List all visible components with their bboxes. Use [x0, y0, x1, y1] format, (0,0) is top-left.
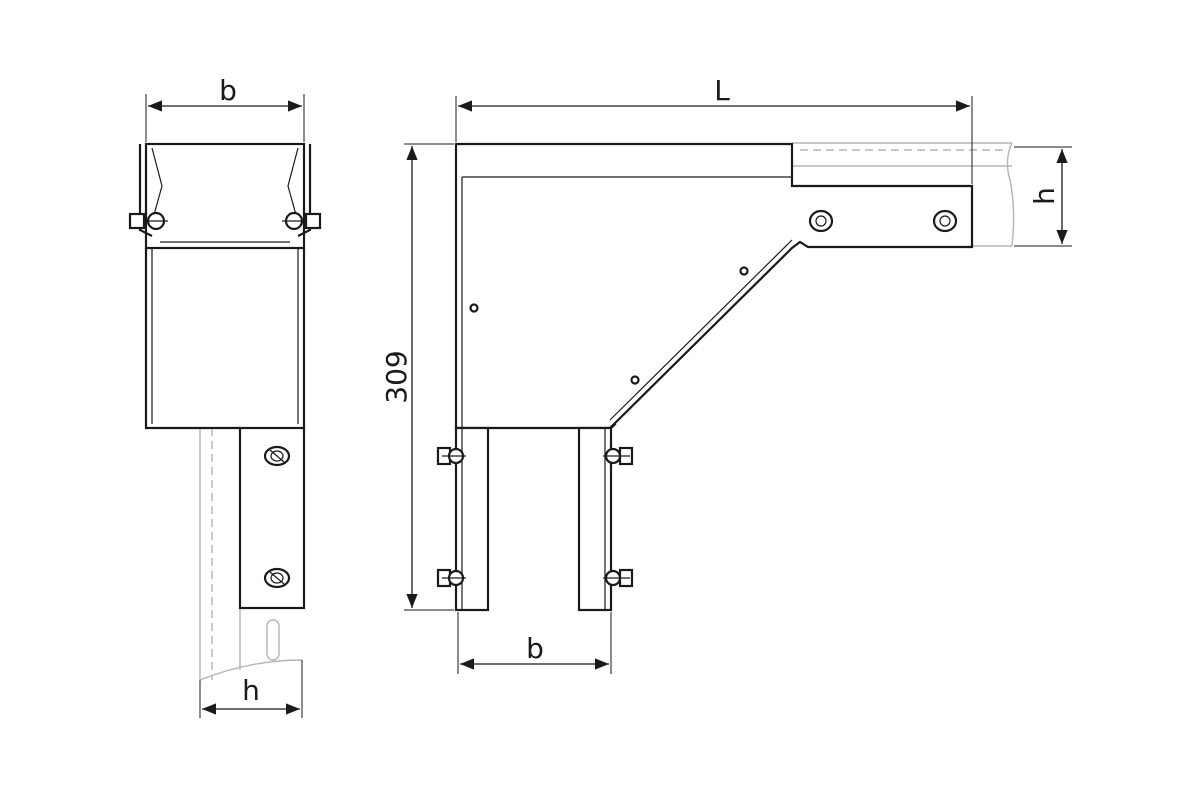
plan-view-bolt-branch-4	[603, 568, 634, 588]
side-view-plate-bolt-upper	[263, 445, 291, 467]
side-view-bolt-right	[282, 211, 322, 231]
dimension-h-right: h	[1014, 146, 1072, 247]
dimension-h-bottom: h	[199, 660, 303, 718]
plan-view-bolt-branch-1	[436, 446, 466, 466]
dimension-h-bottom-label: h	[242, 674, 260, 707]
plan-view: L 309 b h	[380, 74, 1072, 674]
plan-view-hole	[469, 303, 479, 313]
side-view-plate-bolt-lower	[263, 567, 291, 589]
dimension-b-side: b	[145, 74, 305, 142]
plan-view-hole	[739, 266, 749, 276]
dimension-L-label: L	[714, 74, 730, 107]
plan-view-ghost-tray	[792, 142, 1015, 247]
side-view-bolt-left	[128, 211, 168, 231]
plan-view-outline	[454, 142, 974, 430]
dimension-h-right-label: h	[1028, 187, 1061, 205]
dimension-309: 309	[380, 143, 454, 611]
dimension-b-side-label: b	[219, 74, 237, 107]
dimension-309-label: 309	[380, 350, 413, 403]
plan-view-bolt-right-1	[808, 209, 834, 233]
side-view-body	[144, 248, 306, 430]
plan-view-bolt-right-2	[932, 209, 958, 233]
side-view: b h	[128, 74, 322, 718]
plan-view-bolt-branch-3	[603, 446, 634, 466]
dimension-b-branch-label: b	[526, 632, 544, 665]
dimension-L: L	[455, 74, 973, 184]
side-view-profile	[144, 142, 306, 250]
dimension-b-branch: b	[457, 612, 612, 674]
plan-view-hole	[630, 375, 640, 385]
plan-view-bolt-branch-2	[436, 568, 466, 588]
